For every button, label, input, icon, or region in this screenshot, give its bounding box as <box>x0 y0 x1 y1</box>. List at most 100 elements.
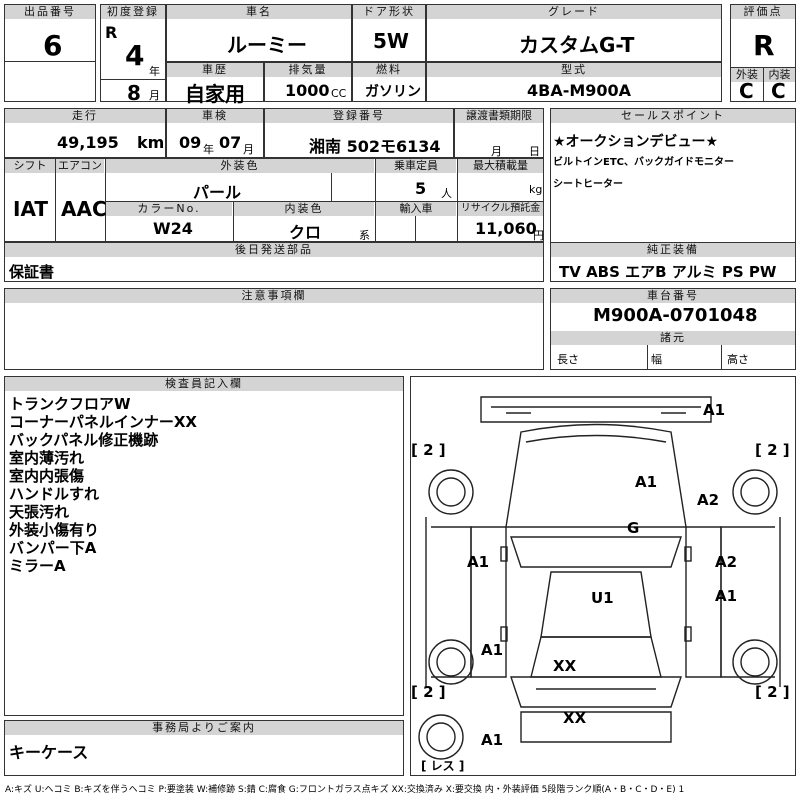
equipment-value: TV ABS エアB アルミ PS PW <box>559 263 777 281</box>
score-box: 評価点 R 外装 内装 C C <box>730 4 796 103</box>
model-type: 4BA-M900A <box>527 81 632 100</box>
inspector-item: 室内薄汚れ <box>9 449 85 467</box>
int-color-label: 内装色 <box>234 202 374 216</box>
int-label: 内装 <box>764 68 795 82</box>
lot-box: 出品番号 6 <box>4 4 96 102</box>
parts-label: 後日発送部品 <box>5 243 543 257</box>
damage-mark: A1 <box>467 553 490 571</box>
first-reg-box: 初度登録 R 4 年 8 月 <box>100 4 166 105</box>
inspection-box: 車検 09 年 07 月 <box>166 108 264 158</box>
mileage-label: 走行 <box>5 109 165 123</box>
inspector-item: バンパー下A <box>9 539 97 557</box>
inspector-label: 検査員記入欄 <box>5 377 403 391</box>
parts-box: 後日発送部品 保証書 <box>4 242 544 282</box>
score-label: 評価点 <box>731 5 795 19</box>
displacement: 1000 <box>285 81 330 100</box>
selling-point-3: シートヒーター <box>553 179 623 190</box>
width-label: 幅 <box>651 353 662 366</box>
lot-number: 6 <box>43 29 63 62</box>
damage-mark: U1 <box>591 589 614 607</box>
inspector-box: 検査員記入欄 トランクフロアW コーナーパネルインナーXX バックパネル修正機跡… <box>4 376 404 716</box>
damage-mark: XX <box>563 709 587 727</box>
int-score: C <box>771 79 786 103</box>
history-box: 車歴 自家用 <box>166 62 264 106</box>
year-unit: 年 <box>149 65 160 78</box>
equipment-box: 純正装備 TV ABS エアB アルミ PS PW <box>550 242 796 282</box>
capacity-label: 乗車定員 <box>376 159 456 173</box>
inspector-item: 室内内張傷 <box>9 467 85 485</box>
door-label: ドア形状 <box>353 5 425 19</box>
inspector-item: 天張汚れ <box>9 503 70 521</box>
plate-box: 登録番号 湘南 502モ6134 <box>264 108 454 158</box>
selling-label: セールスポイント <box>551 109 795 123</box>
chassis-number: M900A-0701048 <box>593 305 758 326</box>
tire-rear-left: [ 2 ] <box>411 683 446 701</box>
ac-label: エアコン <box>56 159 104 173</box>
door-box: ドア形状 5W <box>352 4 426 62</box>
equipment-label: 純正装備 <box>551 243 795 257</box>
tire-front-left: [ 2 ] <box>411 441 446 459</box>
damage-mark: A1 <box>715 587 738 605</box>
selling-point-2: ビルトインETC、バックガイドモニター <box>553 157 734 168</box>
spare-tire: [ レス ] <box>421 759 465 773</box>
shift: IAT <box>13 197 49 221</box>
ext-label: 外装 <box>731 68 763 82</box>
mileage-unit: km <box>137 133 165 152</box>
displacement-unit: CC <box>331 87 347 100</box>
damage-mark: A1 <box>635 473 658 491</box>
notes-label: 注意事項欄 <box>5 289 543 303</box>
recycle-unit: 円 <box>533 229 544 242</box>
transfer-day-unit: 日 <box>529 145 540 158</box>
inspector-item: ハンドルすれ <box>9 485 100 503</box>
tire-front-right: [ 2 ] <box>755 441 790 459</box>
type-box: 型式 4BA-M900A <box>426 62 722 102</box>
inspector-item: ミラーA <box>9 557 66 575</box>
transfer-box: 譲渡書類期限 月 日 <box>454 108 544 158</box>
office-label: 事務局よりご案内 <box>5 721 403 735</box>
damage-mark: A1 <box>481 641 504 659</box>
grade-box: グレード カスタムG-T <box>426 4 722 62</box>
inspector-item: トランクフロアW <box>9 395 131 413</box>
insp-year: 09 <box>179 133 202 152</box>
capacity-unit: 人 <box>441 187 452 200</box>
door-type: 5W <box>373 29 409 53</box>
plate: 湘南 502モ6134 <box>309 137 441 156</box>
int-color: クロ <box>289 223 322 242</box>
int-color-unit: 系 <box>359 229 370 242</box>
office-box: 事務局よりご案内 キーケース <box>4 720 404 776</box>
notes-box: 注意事項欄 <box>4 288 544 370</box>
max-load-unit: kg <box>529 183 543 196</box>
displacement-box: 排気量 1000 CC <box>264 62 352 102</box>
length-label: 長さ <box>557 353 579 366</box>
height-label: 高さ <box>727 353 749 366</box>
type-label: 型式 <box>427 63 721 77</box>
recycle: 11,060 <box>475 219 537 238</box>
color: パール <box>193 183 242 202</box>
damage-mark: A1 <box>481 731 504 749</box>
reg-month: 8 <box>127 81 141 105</box>
inspector-item: バックパネル修正機跡 <box>9 431 159 449</box>
chassis-box: 車台番号 M900A-0701048 諸元 長さ 幅 高さ <box>550 288 796 370</box>
fuel-box: 燃料 ガソリン <box>352 62 426 102</box>
chassis-label: 車台番号 <box>551 289 795 303</box>
model-box: 車名 ルーミー <box>166 4 352 62</box>
transfer-month-unit: 月 <box>491 145 502 158</box>
car-diagram: [ 2 ] [ 2 ] [ 2 ] [ 2 ] [ レス ] A1 A1 A2 … <box>410 376 796 776</box>
grade-label: グレード <box>427 5 721 19</box>
selling-box: セールスポイント ★オークションデビュー★ ビルトインETC、バックガイドモニタ… <box>550 108 796 256</box>
month-unit: 月 <box>149 89 160 102</box>
model-name: ルーミー <box>227 33 307 57</box>
damage-mark: XX <box>553 657 577 675</box>
spec-box: シフト エアコン IAT AAC 外装色 パール 乗車定員 5 人 最大積載量 … <box>4 158 544 242</box>
recycle-label: リサイクル預託金 <box>458 202 543 216</box>
damage-mark: A2 <box>697 491 720 509</box>
shift-label: シフト <box>5 159 55 173</box>
mileage-box: 走行 49,195 km <box>4 108 166 158</box>
insp-month: 07 <box>219 133 242 152</box>
transfer-label: 譲渡書類期限 <box>455 109 543 123</box>
ext-score: C <box>739 79 754 103</box>
office-value: キーケース <box>9 743 89 762</box>
damage-mark: A1 <box>703 401 726 419</box>
fuel-label: 燃料 <box>353 63 425 77</box>
damage-mark: A2 <box>715 553 738 571</box>
